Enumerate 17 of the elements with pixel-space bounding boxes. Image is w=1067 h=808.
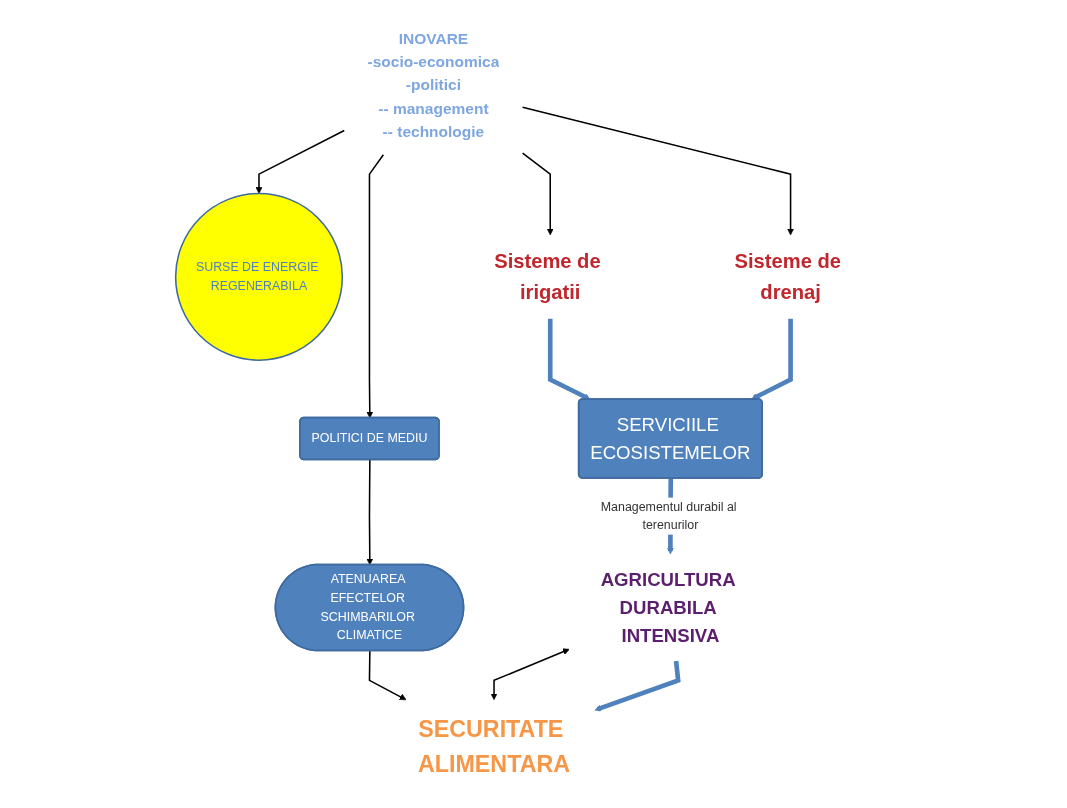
edge-label: Managementul durabil al terenurilor — [600, 499, 737, 532]
arrow — [547, 318, 591, 401]
arrow — [594, 660, 681, 712]
node-circle: SURSE DE ENERGIE REGENERABILA — [174, 192, 344, 361]
arrow — [751, 318, 793, 401]
node-text: AGRICULTURA DURABILA INTENSIVA — [600, 568, 735, 646]
node-text: Sisteme de irigatii — [494, 249, 601, 304]
arrow — [366, 153, 385, 419]
node-text: INOVARE -socio-economica -politici -- management -- technologie — [367, 29, 500, 141]
node-text: SECURITATE ALIMENTARA — [418, 716, 571, 777]
arrow — [521, 152, 554, 236]
node-text: Sisteme de drenaj — [734, 249, 841, 304]
arrow — [366, 459, 374, 566]
arrow — [490, 648, 570, 701]
arrow — [521, 106, 794, 236]
arrow — [368, 650, 407, 701]
arrow — [255, 129, 346, 194]
